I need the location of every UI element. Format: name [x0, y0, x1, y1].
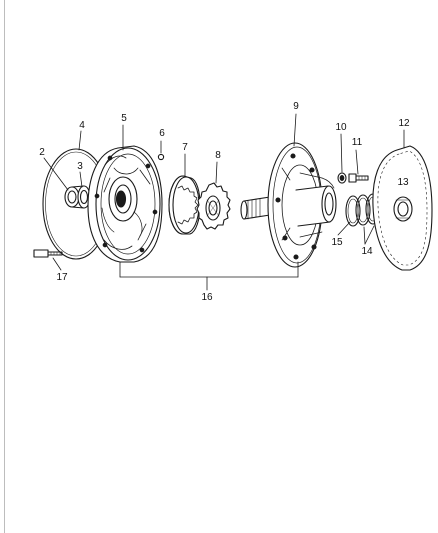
part-7-outer-gear: [168, 175, 201, 235]
page-margin-rule: [4, 0, 5, 533]
callout-17: 17: [56, 272, 68, 283]
callout-7: 7: [182, 142, 188, 153]
part-12-13-gasket-plate: [372, 145, 433, 271]
leader-lines: [43, 113, 405, 291]
part-10-washer: [337, 172, 347, 184]
callout-2: 2: [39, 147, 45, 158]
callout-11: 11: [351, 137, 363, 148]
callout-15: 15: [331, 237, 343, 248]
part-9-reaction-shaft: [240, 142, 337, 268]
callout-5: 5: [121, 113, 127, 124]
callout-4: 4: [79, 120, 85, 131]
callout-9: 9: [293, 101, 299, 112]
part-6-ball: [157, 153, 165, 161]
callout-13: 13: [397, 177, 409, 188]
part-17-screw: [33, 249, 63, 258]
callout-16: 16: [201, 292, 213, 303]
part-5-pump-body: [87, 145, 163, 263]
callout-6: 6: [159, 128, 165, 139]
callout-12: 12: [398, 118, 410, 129]
part-2-3-seal-bushing: [64, 185, 91, 209]
callout-8: 8: [215, 150, 221, 161]
callout-10: 10: [335, 122, 347, 133]
callout-3: 3: [77, 161, 83, 172]
callout-14: 14: [361, 246, 373, 257]
part-11-bolt: [348, 173, 369, 183]
part-8-inner-gear: [196, 182, 231, 230]
